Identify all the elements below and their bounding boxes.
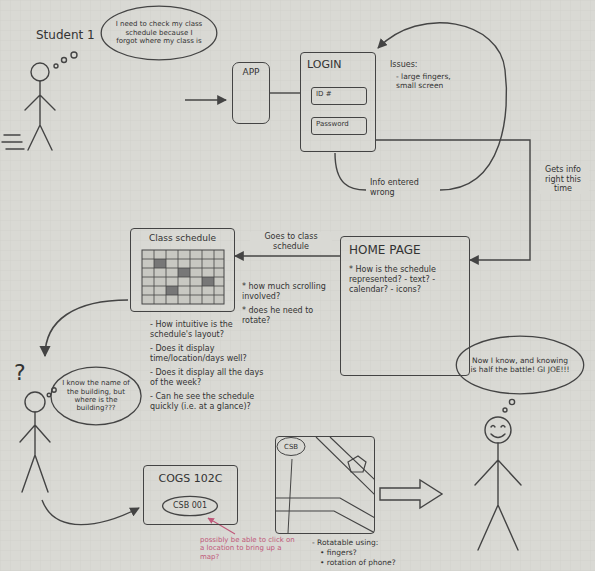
schedule-grid <box>142 250 224 304</box>
head <box>25 392 45 412</box>
location-oval: CSB 001 <box>162 496 218 516</box>
loop-arrow <box>378 23 506 190</box>
node-text: CSB <box>284 443 366 451</box>
flow-arrow <box>42 500 139 525</box>
note-label: - Can he see the schedule quickly (i.e. … <box>150 392 268 411</box>
thought-bubble: Now I know, and knowing is half the batt… <box>455 335 585 395</box>
grid-cell <box>166 286 178 295</box>
thought-dot <box>54 64 58 68</box>
grid-cell <box>178 268 190 277</box>
input-field: Password <box>311 117 367 135</box>
student-figure <box>2 52 77 150</box>
note-label: - Rotatable using: <box>312 538 407 547</box>
note-label: - How intuitive is the schedule's layout… <box>150 320 268 339</box>
node-text: LOGIN <box>307 58 369 71</box>
note-label: possibly be able to click on a location … <box>200 536 295 561</box>
note-label: Issues: <box>390 60 440 70</box>
connector <box>270 92 300 93</box>
head <box>31 63 49 81</box>
grid-cell <box>202 277 214 286</box>
speed-lines <box>2 135 24 149</box>
note-label: • rotation of phone? <box>320 558 420 567</box>
pink-leader <box>208 518 235 534</box>
thought-dot <box>503 408 507 412</box>
note-label: * does he need to rotate? <box>242 306 337 325</box>
thought-bubble: I need to check my class schedule becaus… <box>100 5 218 61</box>
note-label: - large fingers, small screen <box>396 72 470 90</box>
node-heading: HOME PAGE <box>349 243 461 257</box>
ellipse-outline <box>456 336 583 394</box>
body <box>20 412 50 492</box>
map-screen: CSB <box>275 436 375 534</box>
schedule-screen: Class schedule <box>130 228 235 312</box>
head <box>485 417 511 443</box>
curved-arrow <box>45 300 128 356</box>
node-text: ID # <box>316 90 362 98</box>
street <box>276 498 374 533</box>
input-field: ID # <box>311 87 367 105</box>
node-text: Class schedule <box>149 233 216 244</box>
building <box>348 456 366 472</box>
loop-line <box>335 153 366 190</box>
ellipse-outline <box>101 6 217 60</box>
thought-dot <box>509 399 514 404</box>
body <box>475 443 521 550</box>
thought-dot <box>62 58 67 63</box>
note-label: * how much scrolling involved? <box>242 282 337 301</box>
flow-arrow <box>185 99 226 100</box>
edge-label: Gets info right this time <box>537 165 589 194</box>
room-screen: COGS 102C CSB 001 <box>143 465 238 525</box>
phone-app: APP <box>232 62 270 124</box>
block-arrow <box>380 480 442 508</box>
note-label: Info entered wrong <box>370 178 432 197</box>
thought-dot <box>71 52 77 58</box>
home-screen: HOME PAGE * How is the schedule represent… <box>340 236 470 376</box>
leader-line <box>288 459 292 533</box>
ellipse-outline <box>163 496 218 515</box>
connector <box>235 255 340 256</box>
note-label: - Does it display all the days of the we… <box>150 368 268 387</box>
node-text: COGS 102C <box>158 472 222 485</box>
ellipse-outline <box>51 367 141 425</box>
login-screen: LOGIN ID # Password <box>300 52 376 152</box>
node-text: * How is the schedule represented? - tex… <box>349 265 461 294</box>
street <box>316 437 374 495</box>
node-text: I know the name of the building, but whe… <box>62 379 130 413</box>
body <box>25 81 55 150</box>
face <box>491 426 505 438</box>
grid-frame <box>142 250 224 304</box>
node-text: Now I know, and knowing is half the batt… <box>469 356 571 374</box>
node-text: Password <box>316 120 362 128</box>
grid-cell <box>154 259 166 268</box>
happy-student <box>475 399 521 550</box>
node-text: APP <box>242 67 259 78</box>
grid-lines <box>142 250 224 304</box>
node-text: I need to check my class schedule becaus… <box>114 20 204 45</box>
note-label: - Does it display time/location/days wel… <box>150 344 268 363</box>
note-label: • fingers? <box>320 548 410 557</box>
thought-dot <box>47 393 51 397</box>
node-text: CSB 001 <box>173 501 207 511</box>
edge-label: Goes to class schedule <box>250 232 332 251</box>
connector <box>376 140 530 260</box>
note-label: ? <box>14 360 36 386</box>
thought-bubble: I know the name of the building, but whe… <box>50 366 142 426</box>
note-label: Student 1 <box>36 28 116 42</box>
map-streets <box>276 437 374 533</box>
confused-student <box>20 388 56 492</box>
